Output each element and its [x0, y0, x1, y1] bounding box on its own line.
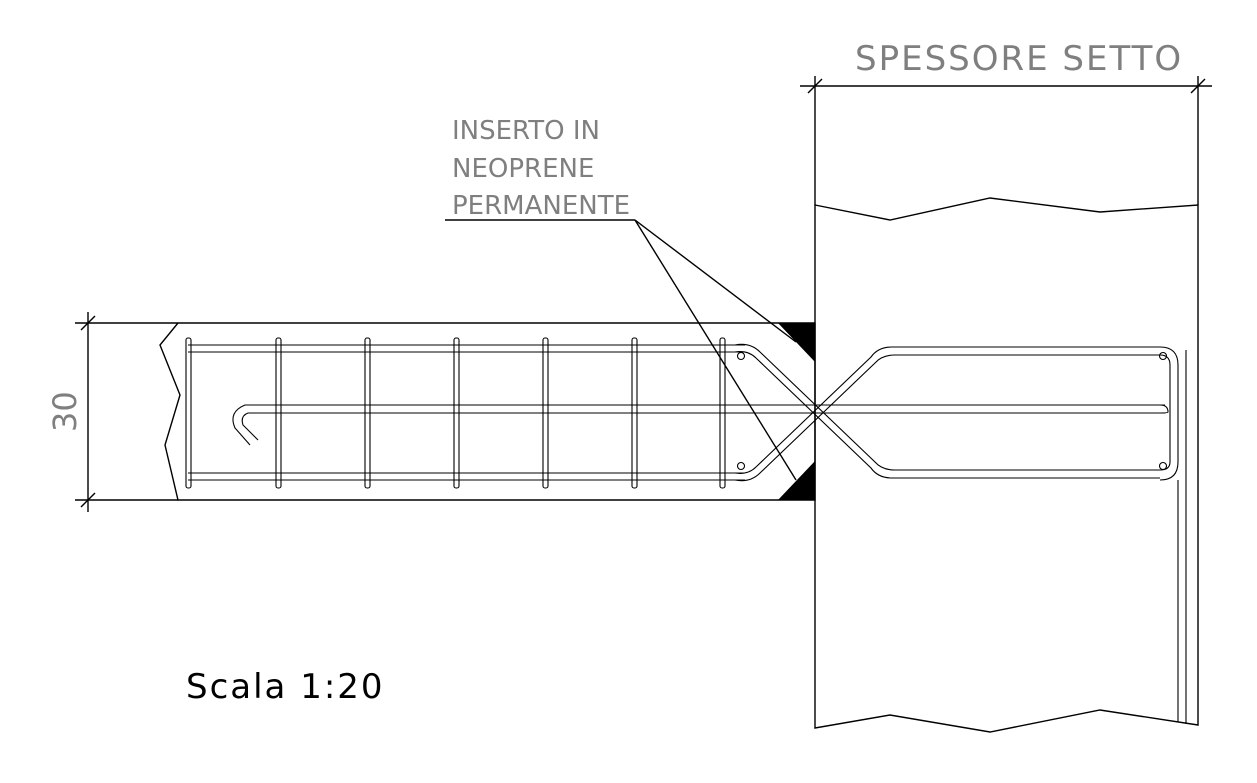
scale-label: Scala 1:20	[186, 667, 385, 707]
slab-dimension	[75, 312, 178, 512]
slab-reinforcement	[185, 337, 1165, 489]
wall-section	[814, 197, 1199, 733]
wall-dimension-label: SPESSORE SETTO	[855, 39, 1183, 79]
slab-dimension-label: 30	[46, 391, 84, 432]
stirrups	[185, 337, 726, 489]
neoprene-leader	[445, 219, 797, 481]
neoprene-insert-bottom	[778, 461, 815, 500]
crossing-reinforcement	[734, 343, 1187, 724]
wall-dimension	[800, 76, 1212, 205]
insert-label-line1: INSERTO IN	[452, 116, 600, 146]
insert-label-line2: NEOPRENE	[452, 154, 594, 184]
neoprene-insert-top	[778, 323, 815, 362]
insert-label-line3: PERMANENTE	[452, 191, 630, 221]
